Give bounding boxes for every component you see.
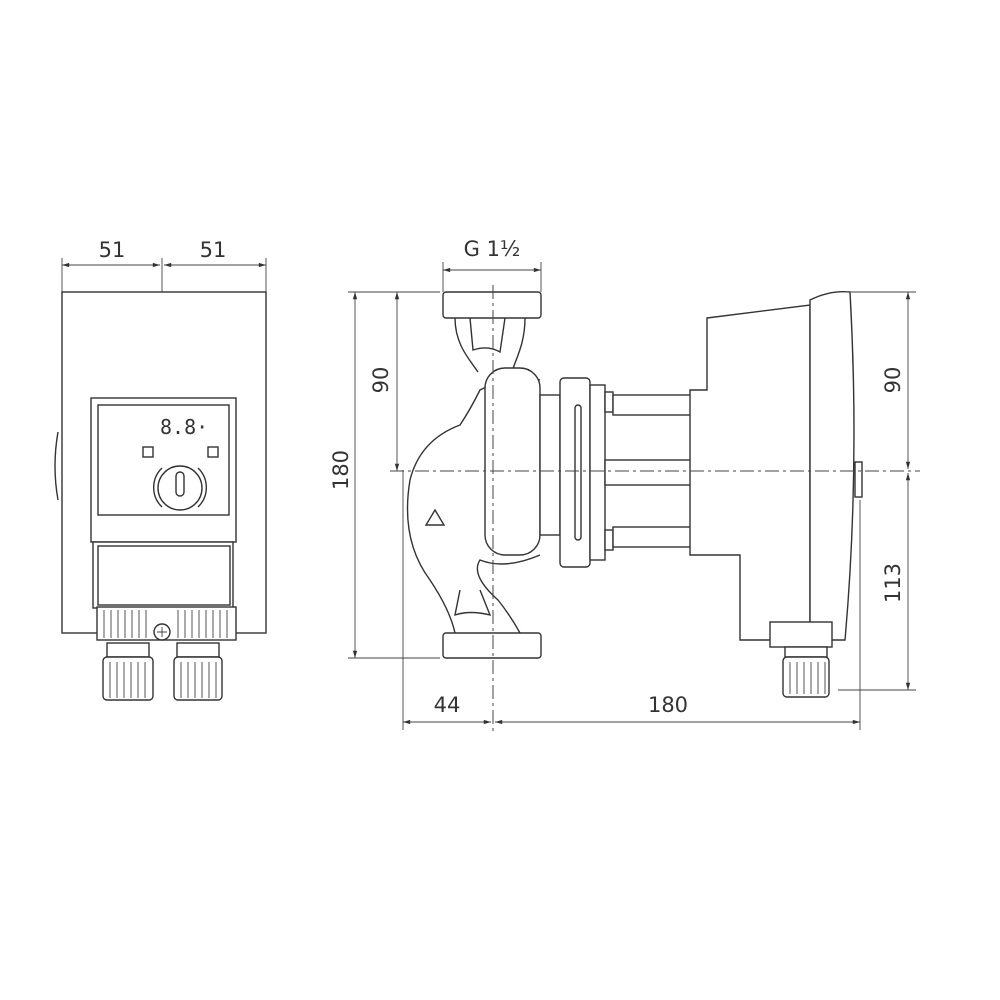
housing-bulge xyxy=(54,431,59,501)
outlet-flange xyxy=(442,632,542,659)
neck xyxy=(539,394,561,536)
cable-gland-side xyxy=(782,656,830,698)
ribs xyxy=(103,610,228,638)
dim-left-half-label: 51 xyxy=(99,238,126,262)
dim-overall-height-label: 180 xyxy=(329,450,353,490)
inlet-flange xyxy=(442,291,542,319)
front-view: 51 51 8.8· xyxy=(54,238,267,701)
dim-installation-length-label: 180 xyxy=(648,693,688,717)
led-display: 8.8· xyxy=(160,415,208,439)
tie-rod-bottom xyxy=(612,526,692,548)
connection-size-label: G 1½ xyxy=(464,237,521,261)
cable-gland-right xyxy=(173,642,223,701)
flow-direction-triangle xyxy=(424,508,446,526)
terminal-box xyxy=(92,541,234,609)
motor-head xyxy=(809,290,855,641)
control-knob[interactable] xyxy=(153,465,207,511)
motor-body xyxy=(689,304,811,641)
inlet-neck xyxy=(454,317,526,373)
dim-right-half-label: 51 xyxy=(200,238,227,262)
indicator-icon-left xyxy=(142,446,154,458)
indicator-icon-right xyxy=(207,446,219,458)
dim-motor-upper-label: 90 xyxy=(881,367,905,394)
side-view: G 1½ 180 90 44 180 90 113 xyxy=(329,237,920,732)
nub xyxy=(854,461,863,498)
control-panel xyxy=(97,404,230,516)
flange-plate xyxy=(589,384,606,561)
tie-rod-top xyxy=(612,394,692,416)
dim-upper-height-label: 90 xyxy=(369,367,393,394)
dim-inlet-offset-label: 44 xyxy=(434,693,461,717)
terminal-housing xyxy=(769,621,833,648)
cable-gland-left xyxy=(102,642,154,701)
dim-motor-lower-label: 113 xyxy=(881,563,905,603)
